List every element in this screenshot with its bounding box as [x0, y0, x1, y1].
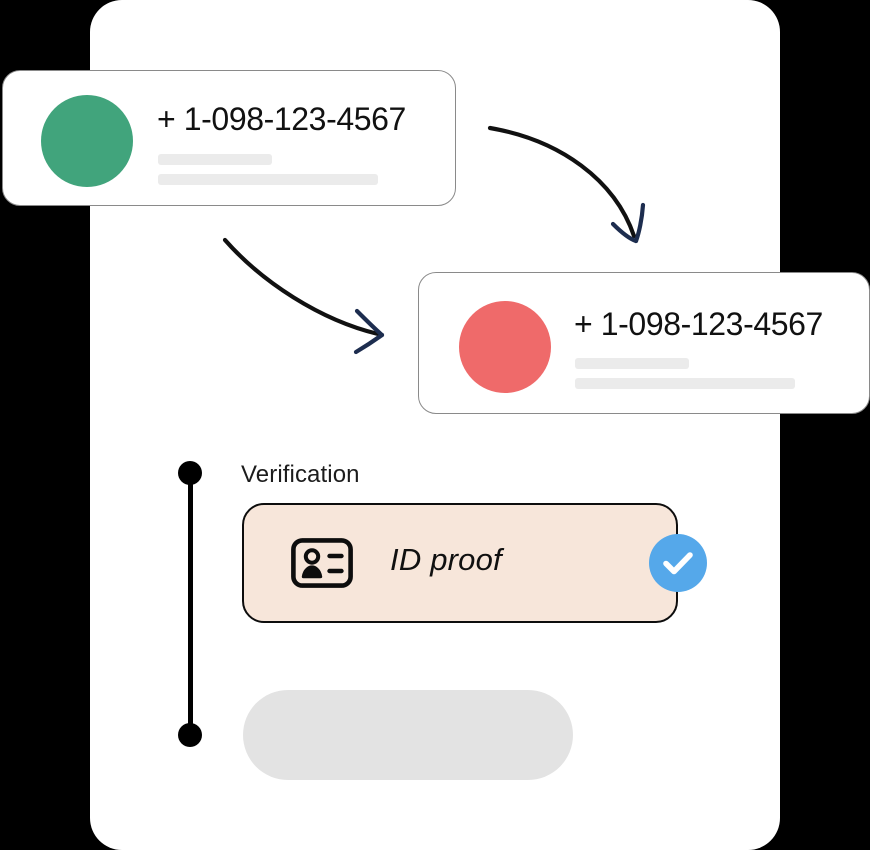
placeholder-bar-long: [575, 378, 795, 389]
verification-status-badge[interactable]: [649, 534, 707, 592]
verification-section-title: Verification: [241, 461, 360, 488]
avatar-green: [41, 95, 133, 187]
contact-card-secondary[interactable]: + 1-098-123-4567: [418, 272, 870, 414]
id-card-icon: [291, 538, 353, 588]
placeholder-bar-short: [575, 358, 689, 369]
check-icon: [663, 552, 693, 575]
verification-item-id-proof[interactable]: ID proof: [242, 503, 678, 623]
contact-card-primary[interactable]: + 1-098-123-4567: [2, 70, 456, 206]
phone-number-secondary: + 1-098-123-4567: [574, 306, 823, 342]
avatar-red: [459, 301, 551, 393]
pill-placeholder: [243, 690, 573, 780]
placeholder-bar-long: [158, 174, 378, 185]
timeline-dot-bottom: [178, 723, 202, 747]
phone-number-primary: + 1-098-123-4567: [157, 101, 406, 137]
timeline-dot-top: [178, 461, 202, 485]
timeline-connector: [188, 473, 193, 735]
verification-item-label: ID proof: [390, 542, 502, 577]
placeholder-bar-short: [158, 154, 272, 165]
